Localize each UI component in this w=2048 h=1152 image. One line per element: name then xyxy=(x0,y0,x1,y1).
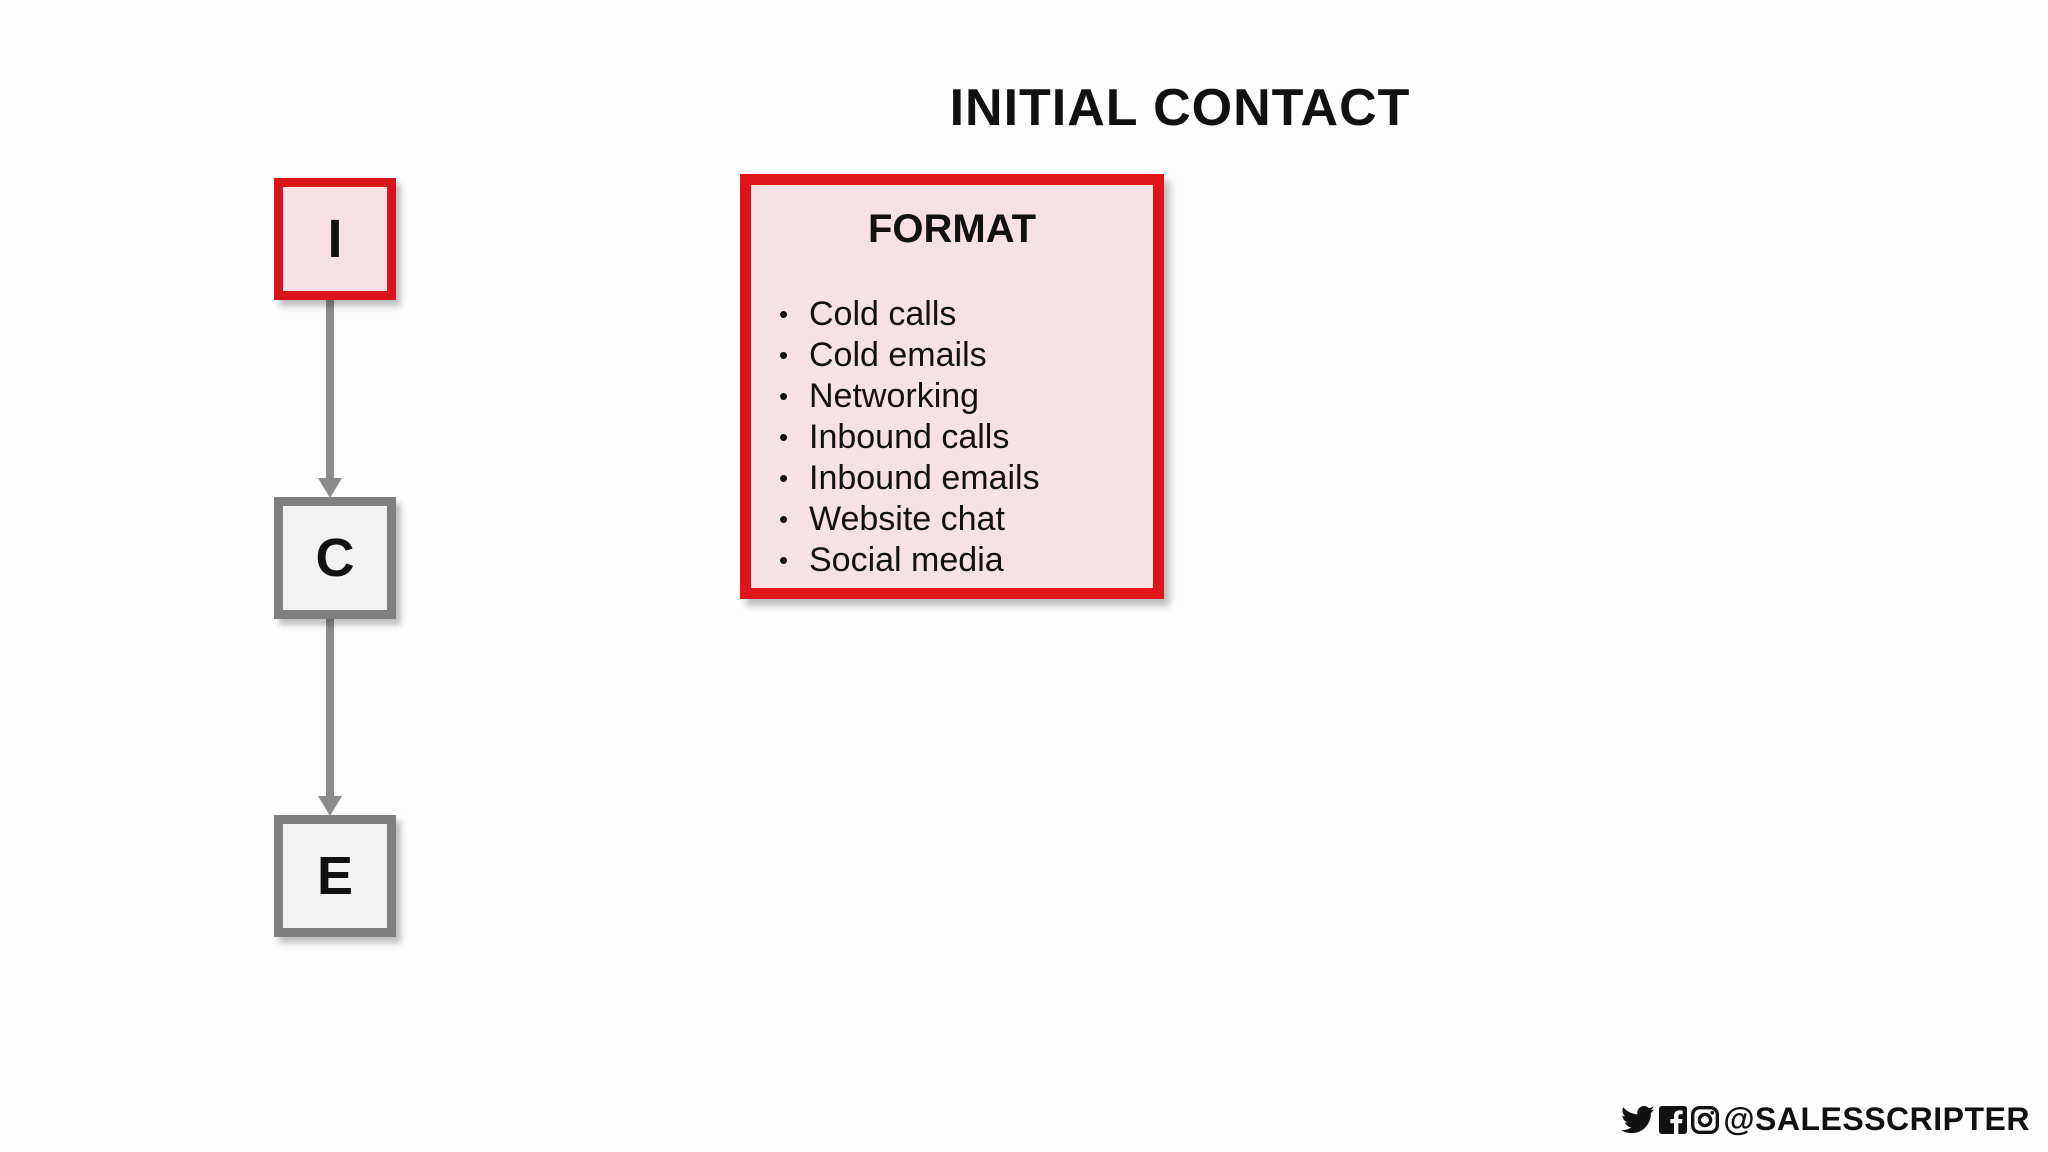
format-list-item: • Inbound emails xyxy=(779,458,1153,499)
bullet-icon: • xyxy=(779,422,789,452)
bullet-icon: • xyxy=(779,340,789,370)
connector-line-c-e xyxy=(326,610,334,798)
format-item-label: Inbound calls xyxy=(809,418,1010,456)
format-card: FORMAT • Cold calls • Cold emails • Network… xyxy=(740,174,1164,599)
brand-handle: @SALESSCRIPTER xyxy=(1723,1101,2030,1137)
step-box-e: E xyxy=(274,815,396,937)
connector-arrowhead-e xyxy=(318,796,342,816)
format-item-label: Cold calls xyxy=(809,295,957,333)
twitter-icon[interactable] xyxy=(1621,1105,1655,1135)
bullet-icon: • xyxy=(779,504,789,534)
slide-title: INITIAL CONTACT xyxy=(949,79,1411,137)
format-heading: FORMAT xyxy=(867,207,1037,251)
format-list-item: • Networking xyxy=(779,376,1153,417)
format-list-item: • Cold emails xyxy=(779,335,1153,376)
format-item-label: Cold emails xyxy=(809,336,987,374)
format-list-item: • Social media xyxy=(779,540,1153,581)
format-list-item: • Inbound calls xyxy=(779,417,1153,458)
format-item-label: Networking xyxy=(809,377,980,415)
brand-footer: @SALESSCRIPTER xyxy=(1621,1101,2030,1138)
instagram-icon[interactable] xyxy=(1691,1105,1720,1134)
step-box-c: C xyxy=(274,497,396,619)
facebook-icon[interactable] xyxy=(1659,1105,1688,1134)
bullet-icon: • xyxy=(779,463,789,493)
connector-line-i-c xyxy=(326,290,334,480)
step-letter-i: I xyxy=(327,209,343,269)
format-item-label: Social media xyxy=(809,541,1004,579)
step-box-i: I xyxy=(274,178,396,300)
connector-arrowhead-c xyxy=(318,478,342,498)
format-list: • Cold calls • Cold emails • Networking • In… xyxy=(751,294,1153,581)
format-list-item: • Website chat xyxy=(779,499,1153,540)
bullet-icon: • xyxy=(779,381,789,411)
bullet-icon: • xyxy=(779,545,789,575)
step-letter-c: C xyxy=(315,528,355,588)
format-item-label: Inbound emails xyxy=(809,459,1040,497)
step-letter-e: E xyxy=(316,846,354,906)
bullet-icon: • xyxy=(779,299,789,329)
format-list-item: • Cold calls xyxy=(779,294,1153,335)
format-item-label: Website chat xyxy=(809,500,1005,538)
